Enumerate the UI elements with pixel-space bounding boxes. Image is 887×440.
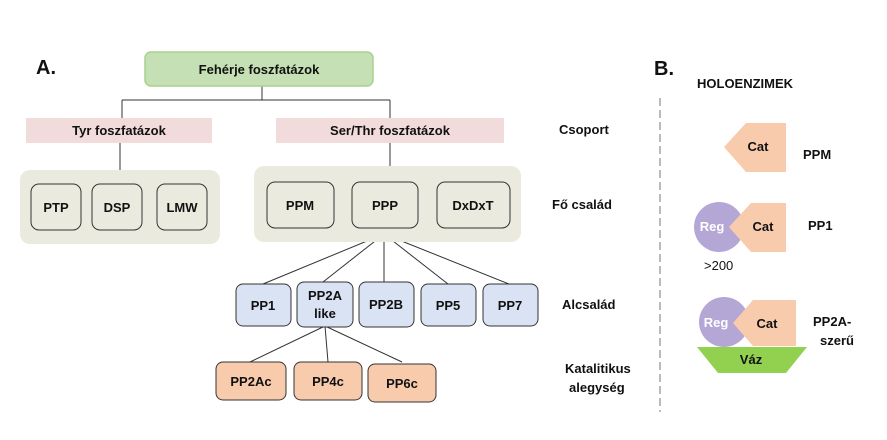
family-ppm-label: PPM xyxy=(286,198,314,213)
family-ptp: PTP xyxy=(30,183,82,231)
family-lmw-label: LMW xyxy=(166,200,198,215)
group-serthr-label: Ser/Thr foszfatázok xyxy=(330,123,451,138)
tree-connectors xyxy=(119,86,510,363)
reg-subunit-pp2a xyxy=(699,297,749,347)
cat-subunit-pp2a xyxy=(733,300,796,346)
subfamily-pp1-label: PP1 xyxy=(251,298,276,313)
holoenzyme-pp2a-name-line1: PP2A- xyxy=(813,314,851,329)
subfamily-pp2b: PP2B xyxy=(358,281,415,328)
subfamily-pp5: PP5 xyxy=(420,283,477,327)
subfamily-pp5-label: PP5 xyxy=(436,298,461,313)
family-ppp: PPP xyxy=(351,181,419,229)
catalytic-pp4c: PP4c xyxy=(293,361,363,401)
holoenzyme-pp2a-like: Reg Cat Váz PP2A- szerű xyxy=(697,297,854,373)
catalytic-pp4c-label: PP4c xyxy=(312,374,344,389)
root-node: Fehérje foszfatázok xyxy=(144,51,374,87)
holoenzyme-ppm: Cat PPM xyxy=(724,123,831,172)
reg-subunit-pp1 xyxy=(694,202,744,252)
catalytic-pp6c-label: PP6c xyxy=(386,376,418,391)
family-ppp-label: PPP xyxy=(372,198,398,213)
catalytic-pp2ac: PP2Ac xyxy=(215,361,287,401)
cat-subunit-ppm xyxy=(724,123,786,172)
catalytic-pp6c: PP6c xyxy=(367,363,437,403)
panel-a-label: A. xyxy=(36,57,56,79)
group-tyr: Tyr foszfatázok xyxy=(26,118,212,143)
reg-label-pp2a: Reg xyxy=(704,315,729,330)
holoenzyme-pp1: Reg Cat PP1 >200 xyxy=(694,202,833,273)
cat-subunit-pp1 xyxy=(729,203,786,252)
holoenzyme-pp1-name: PP1 xyxy=(808,218,833,233)
holoenzyme-ppm-name: PPM xyxy=(803,147,831,162)
holoenzymes-title: HOLOENZIMEK xyxy=(697,76,794,91)
family-lmw: LMW xyxy=(156,183,208,231)
subfamily-pp7: PP7 xyxy=(482,283,539,327)
level-family-label: Fő család xyxy=(552,197,612,212)
group-serthr: Ser/Thr foszfatázok xyxy=(276,118,504,143)
family-dsp: DSP xyxy=(91,183,143,231)
scaffold-label: Váz xyxy=(740,352,763,367)
reg-count-label: >200 xyxy=(704,258,733,273)
family-dsp-label: DSP xyxy=(104,200,131,215)
subfamily-pp2b-label: PP2B xyxy=(369,297,403,312)
group-tyr-label: Tyr foszfatázok xyxy=(72,123,166,138)
family-ptp-label: PTP xyxy=(43,200,69,215)
subfamily-pp1: PP1 xyxy=(235,283,292,327)
subfamily-pp7-label: PP7 xyxy=(498,298,523,313)
root-label: Fehérje foszfatázok xyxy=(199,62,320,77)
cat-label-pp2a: Cat xyxy=(757,316,779,331)
family-dxdxt: DxDxT xyxy=(436,181,511,229)
level-subfamily-label: Alcsalád xyxy=(562,297,616,312)
subfamily-pp2a-label-line1: PP2A xyxy=(308,288,343,303)
cat-label-pp1: Cat xyxy=(753,219,775,234)
reg-label-pp1: Reg xyxy=(700,219,725,234)
subfamily-pp2a-like: PP2A like xyxy=(296,281,354,328)
holoenzyme-pp2a-name-line2: szerű xyxy=(820,333,854,348)
family-ppm: PPM xyxy=(266,181,335,229)
level-catalytic-label-line1: Katalitikus xyxy=(565,361,631,376)
level-group-label: Csoport xyxy=(559,122,610,137)
cat-label-ppm: Cat xyxy=(748,139,770,154)
catalytic-pp2ac-label: PP2Ac xyxy=(230,374,271,389)
family-dxdxt-label: DxDxT xyxy=(452,198,493,213)
scaffold-subunit xyxy=(697,347,807,373)
level-catalytic-label-line2: alegység xyxy=(569,380,625,395)
subfamily-pp2a-label-line2: like xyxy=(314,306,336,321)
panel-b-label: B. xyxy=(654,58,674,80)
